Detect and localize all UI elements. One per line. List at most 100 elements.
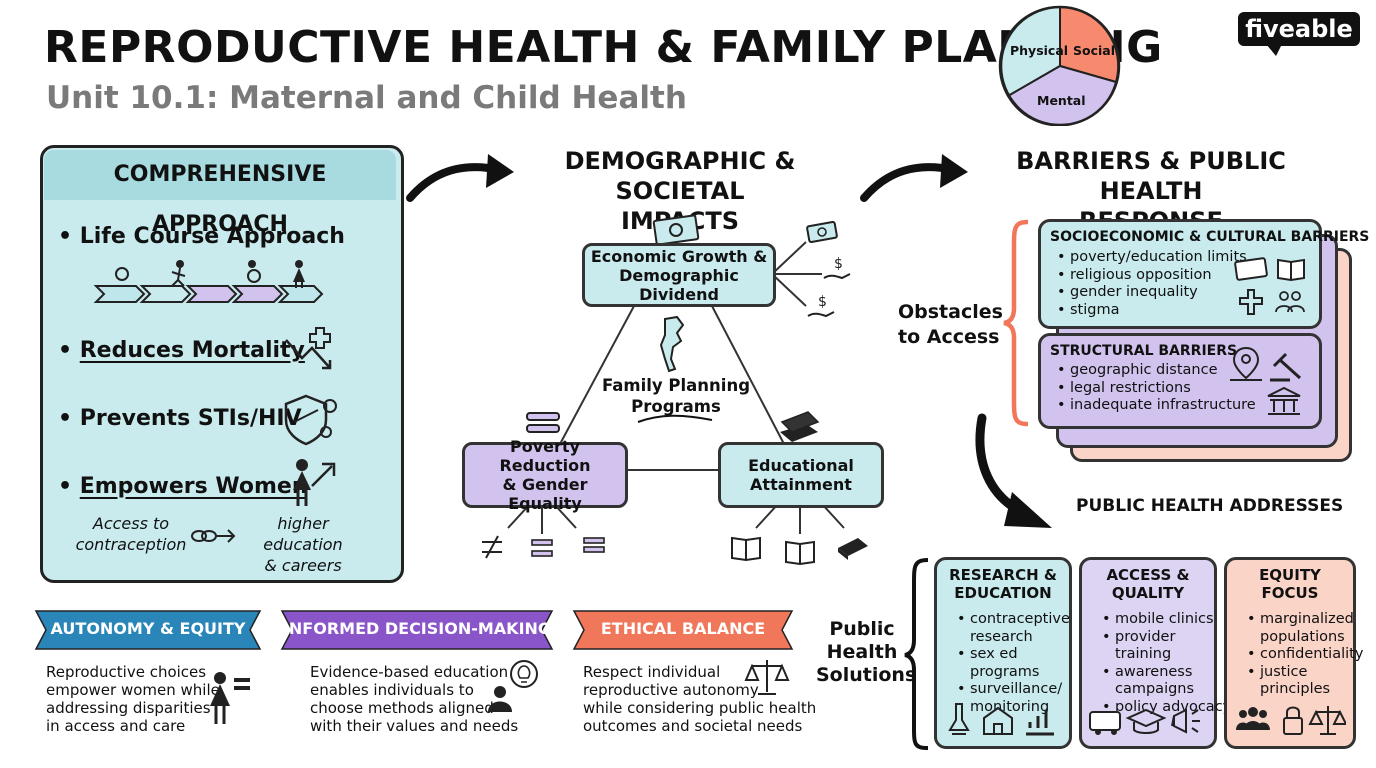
ethical-line: while considering public health: [583, 699, 817, 717]
access-list: mobile clinics provider training awarene…: [1099, 611, 1233, 716]
informed-line: Evidence-based education: [310, 663, 509, 681]
solutions-line1: Public: [829, 618, 895, 640]
barriers-heading-line1: BARRIERS & PUBLIC HEALTH: [1016, 147, 1286, 205]
bullet-empower: • Empowers Women: [58, 474, 308, 499]
solutions-line2: Health: [826, 641, 898, 663]
access-icons: [1089, 708, 1200, 735]
page-title: REPRODUCTIVE HEALTH & FAMILY PLANNING: [44, 22, 1163, 73]
ethical-text: Respect individual reproductive autonomy…: [583, 663, 816, 735]
wheel-label-physical: Physical: [1010, 43, 1069, 58]
solutions-line3: Solutions: [816, 664, 917, 686]
equality-symbols-icon: [482, 535, 605, 559]
note-higher-education: higher education & careers: [236, 513, 370, 576]
research-title: RESEARCH & EDUCATION: [934, 566, 1072, 602]
socioeconomic-list: poverty/education limits religious oppos…: [1054, 249, 1247, 319]
demographic-heading: DEMOGRAPHIC & SOCIETAL IMPACTS: [500, 146, 860, 236]
research-item: contraceptive research: [957, 611, 1084, 646]
shield-virus-icon: [284, 394, 337, 446]
ribbon-autonomy-label: AUTONOMY & EQUITY: [50, 619, 246, 638]
obstacles-brace: [1003, 219, 1029, 427]
person-idea-icon: [488, 660, 538, 712]
socio-item: poverty/education limits: [1057, 249, 1247, 267]
education-line1: Educational: [748, 456, 854, 475]
center-line1: Family Planning: [601, 376, 751, 395]
flow-arrow-1: [406, 154, 514, 202]
note-right-line1: higher education: [263, 514, 343, 554]
equity-title-line1: EQUITY: [1259, 566, 1321, 584]
poverty-line2: & Gender Equality: [502, 475, 588, 513]
brand-logo[interactable]: fiveable: [1238, 12, 1360, 46]
economic-line2: Demographic Dividend: [619, 265, 739, 304]
note-left-line1: Access to: [92, 514, 170, 533]
wheel-label-social: Social: [1073, 43, 1116, 58]
socio-item: gender inequality: [1057, 284, 1247, 302]
logo-tail: [1266, 44, 1282, 56]
socio-item: stigma: [1057, 302, 1247, 320]
bullet-life-course: • Life Course Approach: [58, 224, 345, 249]
equity-title-line2: FOCUS: [1261, 583, 1319, 602]
ethical-line: outcomes and societal needs: [583, 717, 803, 735]
obstacles-label: Obstacles to Access: [898, 300, 1003, 350]
equal-bars-icon: [526, 412, 560, 433]
socio-icons: [1234, 257, 1305, 315]
struct-item: geographic distance: [1057, 362, 1256, 380]
woman-arrow-icon: [293, 459, 336, 506]
research-icons: [948, 703, 1054, 736]
comprehensive-panel: [40, 145, 404, 583]
decline-cross-icon: [285, 327, 332, 370]
note-access-contraception: Access to contraception: [70, 513, 192, 555]
access-title: ACCESS & QUALITY: [1079, 566, 1217, 602]
equity-icons: [1236, 706, 1346, 735]
informed-text: Evidence-based education enables individ…: [310, 663, 518, 735]
svg-text:$: $: [818, 294, 827, 310]
hand-coin-icon-1: $: [823, 256, 851, 280]
wheel-label-mental: Mental: [1037, 93, 1086, 108]
triangle-connector-lines: [507, 241, 845, 534]
bullet-life-course-label: Life Course Approach: [79, 224, 345, 249]
bullet-sti: • Prevents STIs/HIV: [58, 406, 302, 431]
note-right-line2: & careers: [264, 556, 342, 575]
informed-line: enables individuals to: [310, 681, 474, 699]
addresses-label: PUBLIC HEALTH ADDRESSES: [1076, 496, 1344, 516]
svg-text:$: $: [834, 256, 843, 272]
research-title-line2: EDUCATION: [954, 583, 1052, 602]
ribbon-informed: [280, 610, 554, 650]
access-item: awareness campaigns: [1102, 664, 1233, 699]
map-region-icon: [659, 315, 685, 373]
ribbon-ethical: [572, 610, 794, 650]
educational-attainment-node: Educational Attainment: [718, 442, 884, 508]
access-item: provider training: [1102, 629, 1233, 664]
equity-title: EQUITY FOCUS: [1224, 566, 1356, 602]
equity-item: justice principles: [1247, 664, 1370, 699]
equity-item: confidentiality: [1247, 646, 1370, 664]
addresses-arrow: [975, 413, 1052, 528]
book-stack-icon: [780, 411, 820, 442]
equity-item: marginalized populations: [1247, 611, 1370, 646]
research-list: contraceptive research sex ed programs s…: [954, 611, 1084, 716]
solutions-label: Public Health Solutions: [816, 618, 917, 687]
demographic-heading-line1: DEMOGRAPHIC & SOCIETAL: [564, 147, 796, 205]
autonomy-line: in access and care: [46, 717, 186, 735]
structural-title: STRUCTURAL BARRIERS: [1050, 343, 1238, 359]
autonomy-line: empower women while: [46, 681, 220, 699]
access-title-line2: QUALITY: [1111, 583, 1185, 602]
ethical-line: Respect individual: [583, 663, 721, 681]
bullet-sti-label: Prevents STIs/HIV: [79, 406, 302, 431]
bullet-mortality: • Reduces Mortality: [58, 338, 305, 363]
hand-coin-icon-2: $: [807, 294, 835, 318]
access-title-line1: ACCESS &: [1106, 566, 1190, 584]
bullet-mortality-label: Reduces Mortality: [79, 338, 305, 363]
ethical-line: reproductive autonomy: [583, 681, 759, 699]
center-line2: Programs: [631, 397, 721, 416]
comprehensive-heading: COMPREHENSIVE APPROACH: [44, 150, 396, 237]
access-item: mobile clinics: [1102, 611, 1233, 629]
structural-list: geographic distance legal restrictions i…: [1054, 362, 1256, 415]
open-books-icon: [731, 536, 868, 566]
informed-line: with their values and needs: [310, 717, 519, 735]
autonomy-line: Reproductive choices: [46, 663, 207, 681]
structural-icons: [1230, 346, 1302, 415]
bullet-empower-label: Empowers Women: [79, 474, 308, 499]
struct-item: inadequate infrastructure: [1057, 397, 1256, 415]
poverty-reduction-node: Poverty Reduction & Gender Equality: [462, 437, 628, 513]
ribbon-informed-label: INFORMED DECISION-MAKING: [282, 619, 552, 638]
